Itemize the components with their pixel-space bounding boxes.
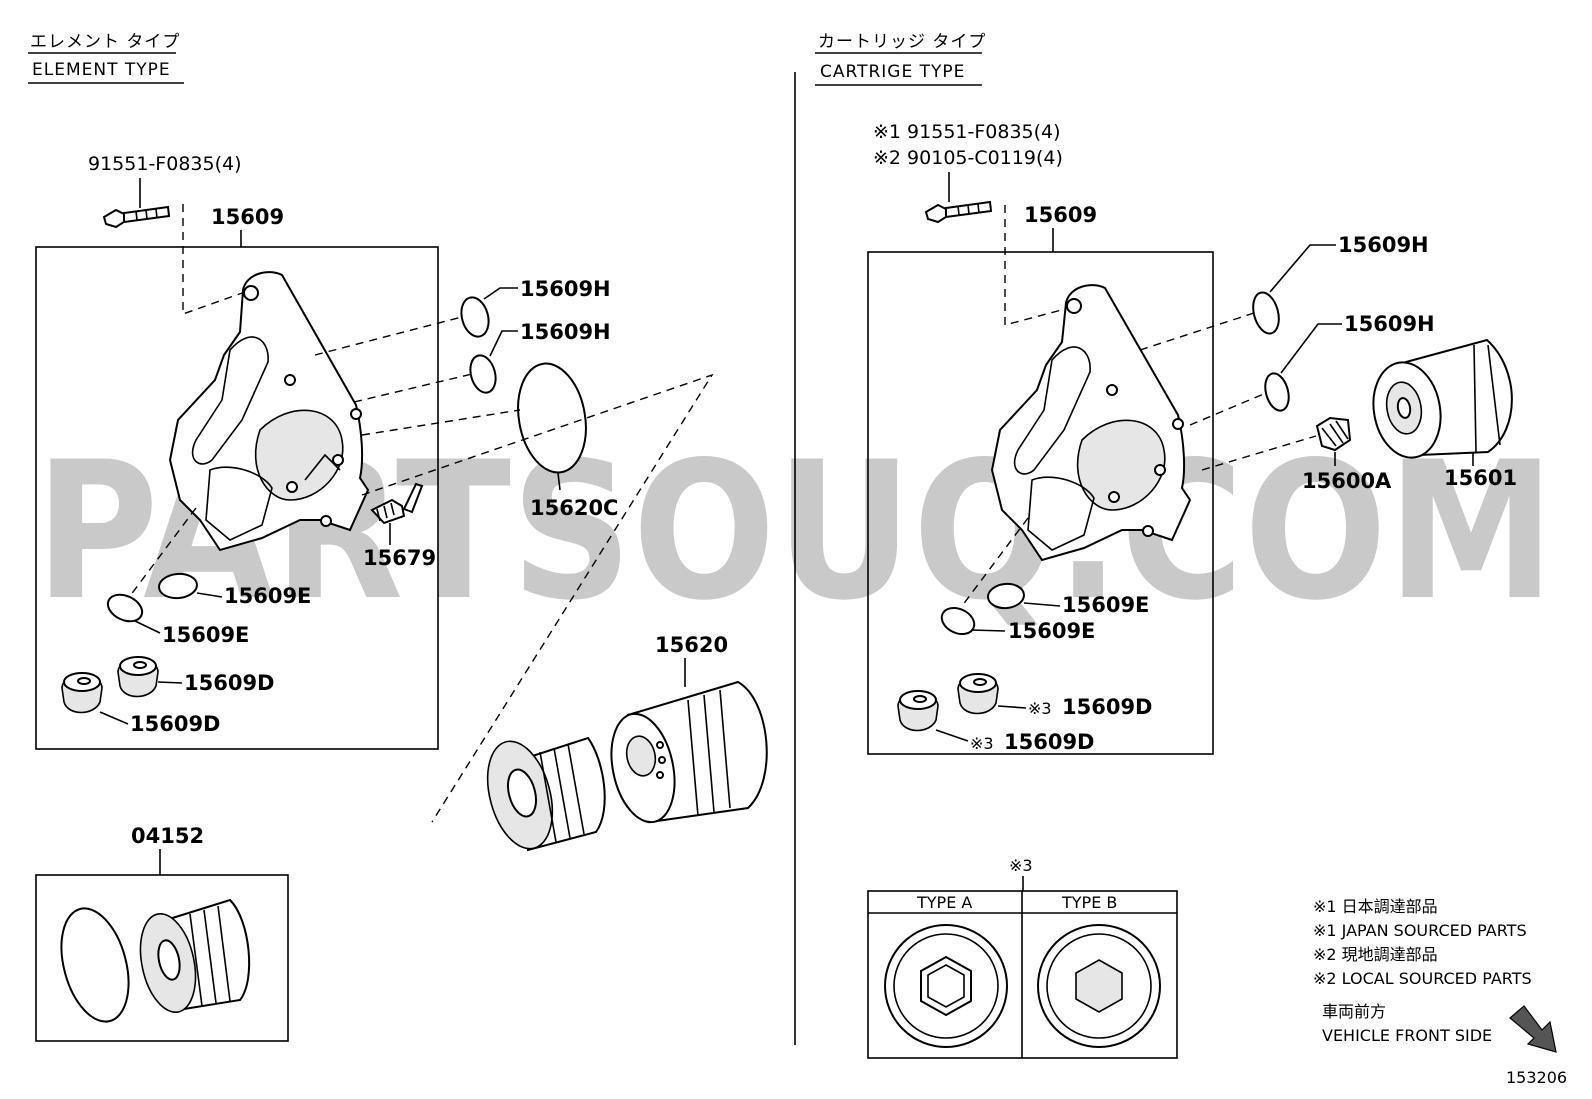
oring-15609e-right-1 bbox=[987, 582, 1025, 610]
plug-15609d-left-2 bbox=[61, 672, 103, 714]
label-left-housing: 15609 bbox=[211, 205, 284, 229]
type-box-marker: ※3 bbox=[1009, 856, 1033, 875]
oring-15609h-right-1 bbox=[1252, 291, 1280, 335]
note-line-4: ※2 LOCAL SOURCED PARTS bbox=[1313, 969, 1532, 988]
note-line-3: ※2 現地調達部品 bbox=[1313, 945, 1438, 964]
oil-filter-cap-15620 bbox=[610, 680, 768, 824]
oil-filter-housing-left bbox=[168, 271, 370, 552]
note-line-2: ※1 JAPAN SOURCED PARTS bbox=[1313, 921, 1527, 940]
type-a-label: TYPE A bbox=[916, 893, 972, 912]
oil-pressure-sensor-left bbox=[370, 482, 424, 525]
plug-type-table bbox=[867, 890, 1178, 1059]
label-right-oring-e2: 15609E bbox=[1008, 619, 1095, 643]
label-left-sensor: 15679 bbox=[363, 546, 436, 570]
label-right-oring-h1: 15609H bbox=[1338, 233, 1429, 257]
element-kit-filter bbox=[139, 898, 251, 1014]
label-left-oring-e2: 15609E bbox=[162, 623, 249, 647]
bolt-left bbox=[102, 205, 171, 229]
label-right-housing: 15609 bbox=[1024, 203, 1097, 227]
label-left-oring-h2: 15609H bbox=[520, 320, 611, 344]
label-right-union: 15600A bbox=[1302, 469, 1392, 493]
right-title-en: CARTRIGE TYPE bbox=[820, 62, 965, 82]
plug-15609d-left-1 bbox=[117, 656, 159, 698]
label-right-bolt-note2: ※2 90105-C0119(4) bbox=[873, 147, 1063, 169]
type-b-label: TYPE B bbox=[1061, 893, 1117, 912]
label-right-plug-mark-1: ※3 bbox=[1028, 699, 1052, 718]
label-right-filter: 15601 bbox=[1444, 466, 1517, 490]
label-left-element-kit: 04152 bbox=[131, 824, 204, 848]
label-right-oring-e1: 15609E bbox=[1062, 593, 1149, 617]
label-right-bolt-note1: ※1 91551-F0835(4) bbox=[873, 121, 1061, 143]
label-right-plug-d1: 15609D bbox=[1062, 695, 1153, 719]
plug-type-b-drawing bbox=[1037, 924, 1161, 1048]
plug-type-a-drawing bbox=[884, 924, 1008, 1048]
union-15600a bbox=[1315, 416, 1352, 452]
diagram-number: 153206 bbox=[1506, 1068, 1567, 1087]
oil-filter-cartridge-15601 bbox=[1372, 338, 1513, 459]
label-left-oring-e1: 15609E bbox=[224, 584, 311, 608]
oil-filter-housing-right bbox=[990, 284, 1192, 562]
label-left-plug-d1: 15609D bbox=[184, 671, 275, 695]
right-title-jp: カートリッジ タイプ bbox=[818, 32, 986, 52]
note-line-1: ※1 日本調達部品 bbox=[1313, 897, 1438, 916]
label-left-plug-d2: 15609D bbox=[130, 712, 221, 736]
label-right-plug-d2: 15609D bbox=[1004, 730, 1095, 754]
oring-15609h-left-2 bbox=[469, 354, 497, 394]
gasket-15620c bbox=[517, 362, 587, 474]
front-label-jp: 車両前方 bbox=[1322, 1002, 1386, 1021]
oring-15609h-right-2 bbox=[1264, 372, 1290, 412]
front-label-en: VEHICLE FRONT SIDE bbox=[1322, 1026, 1492, 1045]
element-kit-box bbox=[35, 874, 289, 1042]
oring-15609h-left-1 bbox=[460, 296, 490, 338]
vehicle-front-arrow-icon bbox=[1509, 1005, 1557, 1053]
bolt-right bbox=[924, 200, 993, 224]
plug-15609d-right-2 bbox=[897, 690, 939, 732]
label-right-oring-h2: 15609H bbox=[1344, 312, 1435, 336]
label-left-bolt: 91551-F0835(4) bbox=[88, 153, 242, 175]
plug-15609d-right-1 bbox=[957, 673, 999, 715]
label-right-plug-mark-2: ※3 bbox=[970, 734, 994, 753]
element-kit-gasket bbox=[60, 907, 130, 1023]
oring-15609e-right-2 bbox=[940, 606, 976, 636]
oring-15609e-left-1 bbox=[158, 572, 198, 600]
oring-15609e-left-2 bbox=[106, 593, 144, 623]
left-title-en: ELEMENT TYPE bbox=[32, 60, 171, 80]
label-left-cap: 15620 bbox=[655, 633, 728, 657]
left-housing-box bbox=[35, 246, 439, 750]
right-housing-box bbox=[867, 251, 1214, 755]
label-left-gasket: 15620C bbox=[530, 496, 618, 520]
filter-element-left bbox=[486, 736, 606, 852]
label-left-oring-h1: 15609H bbox=[520, 277, 611, 301]
left-title-jp: エレメント タイプ bbox=[30, 32, 180, 52]
